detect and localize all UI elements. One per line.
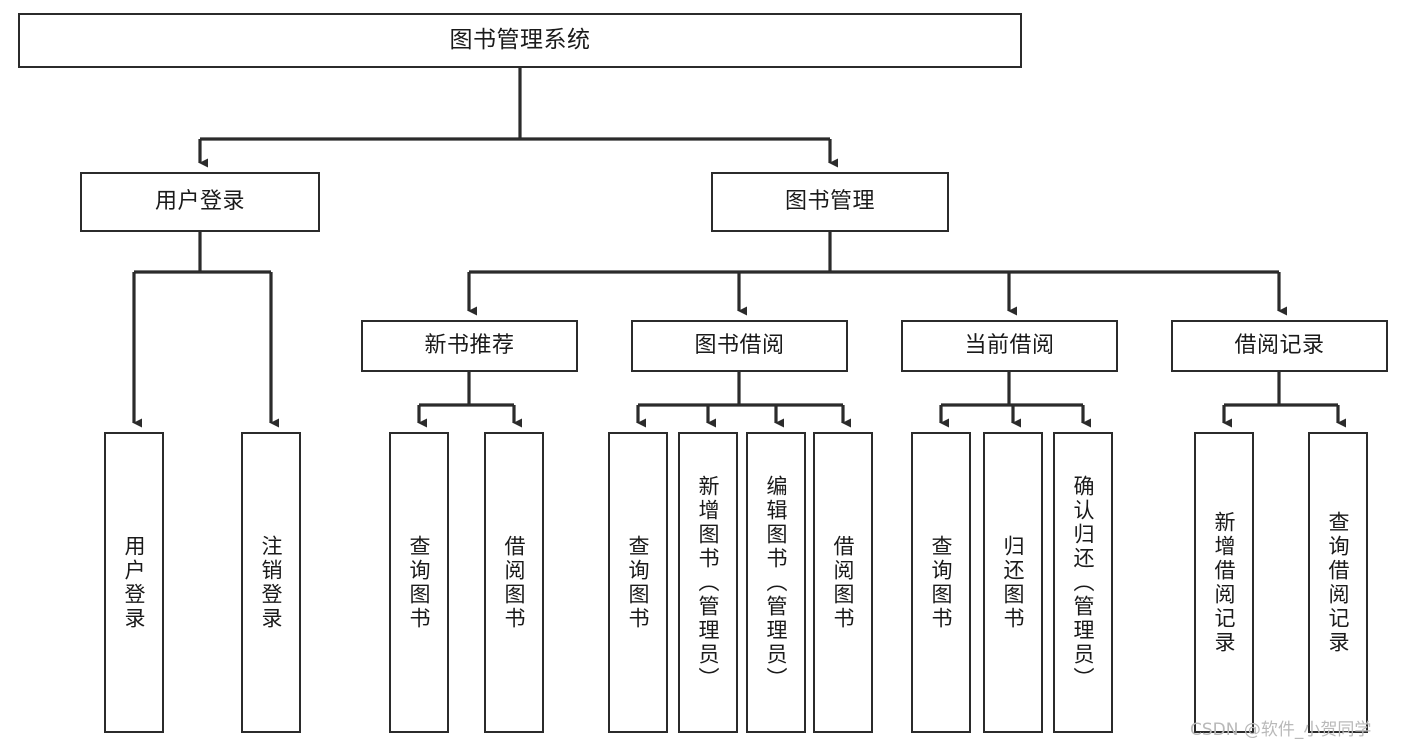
node-leaf-add-book-label: 新增图书（管理员） xyxy=(696,474,721,691)
node-leaf-borrow-book-2-label: 借阅图书 xyxy=(831,534,856,631)
node-root-label: 图书管理系统 xyxy=(449,26,591,53)
node-current-borrow-label: 当前借阅 xyxy=(964,333,1055,359)
node-borrow-record-label: 借阅记录 xyxy=(1234,333,1325,359)
node-leaf-confirm-return-label: 确认归还（管理员） xyxy=(1071,474,1096,691)
node-leaf-logout-label: 注销登录 xyxy=(259,534,284,631)
node-leaf-query-book-3-label: 查询图书 xyxy=(929,534,954,631)
node-leaf-borrow-book-2[interactable]: 借阅图书 xyxy=(813,432,873,733)
node-leaf-query-book-2-label: 查询图书 xyxy=(626,534,651,631)
node-leaf-borrow-book-1-label: 借阅图书 xyxy=(502,534,527,631)
node-leaf-add-book[interactable]: 新增图书（管理员） xyxy=(678,432,738,733)
node-book-borrow-label: 图书借阅 xyxy=(694,333,785,359)
node-new-book-recommend[interactable]: 新书推荐 xyxy=(361,320,578,372)
node-leaf-borrow-book-1[interactable]: 借阅图书 xyxy=(484,432,544,733)
node-leaf-user-login-label: 用户登录 xyxy=(122,534,147,631)
node-leaf-return-book-label: 归还图书 xyxy=(1001,534,1026,631)
node-leaf-user-login[interactable]: 用户登录 xyxy=(104,432,164,733)
node-book-management[interactable]: 图书管理 xyxy=(711,172,949,232)
node-leaf-query-record-label: 查询借阅记录 xyxy=(1326,510,1351,655)
node-leaf-query-book-3[interactable]: 查询图书 xyxy=(911,432,971,733)
node-leaf-return-book[interactable]: 归还图书 xyxy=(983,432,1043,733)
node-user-login-label: 用户登录 xyxy=(154,189,245,215)
node-borrow-record[interactable]: 借阅记录 xyxy=(1171,320,1388,372)
node-leaf-query-book-2[interactable]: 查询图书 xyxy=(608,432,668,733)
node-leaf-add-record[interactable]: 新增借阅记录 xyxy=(1194,432,1254,733)
node-leaf-query-book-1-label: 查询图书 xyxy=(407,534,432,631)
node-user-login[interactable]: 用户登录 xyxy=(80,172,320,232)
node-leaf-add-record-label: 新增借阅记录 xyxy=(1212,510,1237,655)
node-leaf-logout[interactable]: 注销登录 xyxy=(241,432,301,733)
node-current-borrow[interactable]: 当前借阅 xyxy=(901,320,1118,372)
node-leaf-edit-book[interactable]: 编辑图书（管理员） xyxy=(746,432,806,733)
csdn-watermark: CSDN @软件_小贺同学 xyxy=(1190,720,1372,740)
node-book-borrow[interactable]: 图书借阅 xyxy=(631,320,848,372)
node-leaf-query-book-1[interactable]: 查询图书 xyxy=(389,432,449,733)
node-new-book-recommend-label: 新书推荐 xyxy=(424,333,515,359)
node-leaf-query-record[interactable]: 查询借阅记录 xyxy=(1308,432,1368,733)
node-root[interactable]: 图书管理系统 xyxy=(18,13,1022,68)
node-leaf-confirm-return[interactable]: 确认归还（管理员） xyxy=(1053,432,1113,733)
node-leaf-edit-book-label: 编辑图书（管理员） xyxy=(764,474,789,691)
node-book-management-label: 图书管理 xyxy=(784,189,875,215)
